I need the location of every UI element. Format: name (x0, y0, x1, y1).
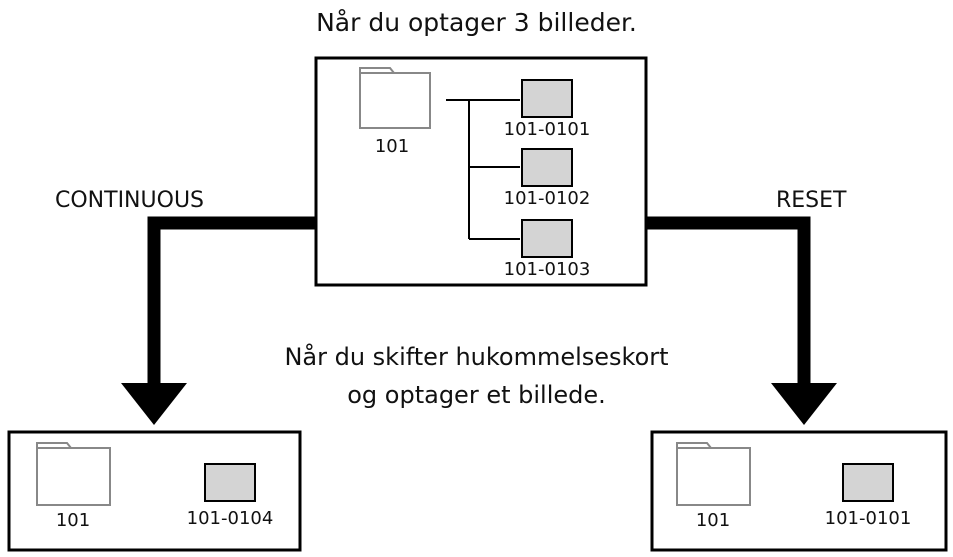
image-file-icon (204, 463, 256, 502)
folder-icon (359, 67, 431, 129)
reset-folder-label: 101 (695, 510, 731, 531)
image-file-icon (842, 463, 894, 502)
image-file-icon (521, 219, 573, 258)
continuous-connector (121, 216, 316, 425)
continuous-file-label: 101-0104 (186, 508, 274, 529)
top-file-label-3: 101-0103 (503, 259, 591, 280)
continuous-folder-label: 101 (55, 510, 91, 531)
top-caption: Når du optager 3 billeder. (316, 8, 637, 37)
image-file-icon (521, 148, 573, 187)
folder-icon (36, 442, 111, 506)
folder-icon (676, 442, 751, 506)
reset-label: RESET (776, 188, 847, 213)
top-file-label-1: 101-0101 (503, 119, 591, 140)
file-tree-lines (446, 99, 520, 240)
reset-connector (646, 216, 837, 425)
reset-arrow-head (771, 383, 837, 425)
top-folder-label: 101 (374, 136, 410, 157)
middle-caption-line-1: Når du skifter hukommelseskort (284, 343, 669, 371)
middle-caption-line-2: og optager et billede. (347, 381, 606, 409)
reset-file-label: 101-0101 (824, 508, 912, 529)
image-file-icon (521, 79, 573, 118)
top-file-label-2: 101-0102 (503, 188, 591, 209)
continuous-label: CONTINUOUS (55, 188, 205, 213)
continuous-arrow-head (121, 383, 187, 425)
